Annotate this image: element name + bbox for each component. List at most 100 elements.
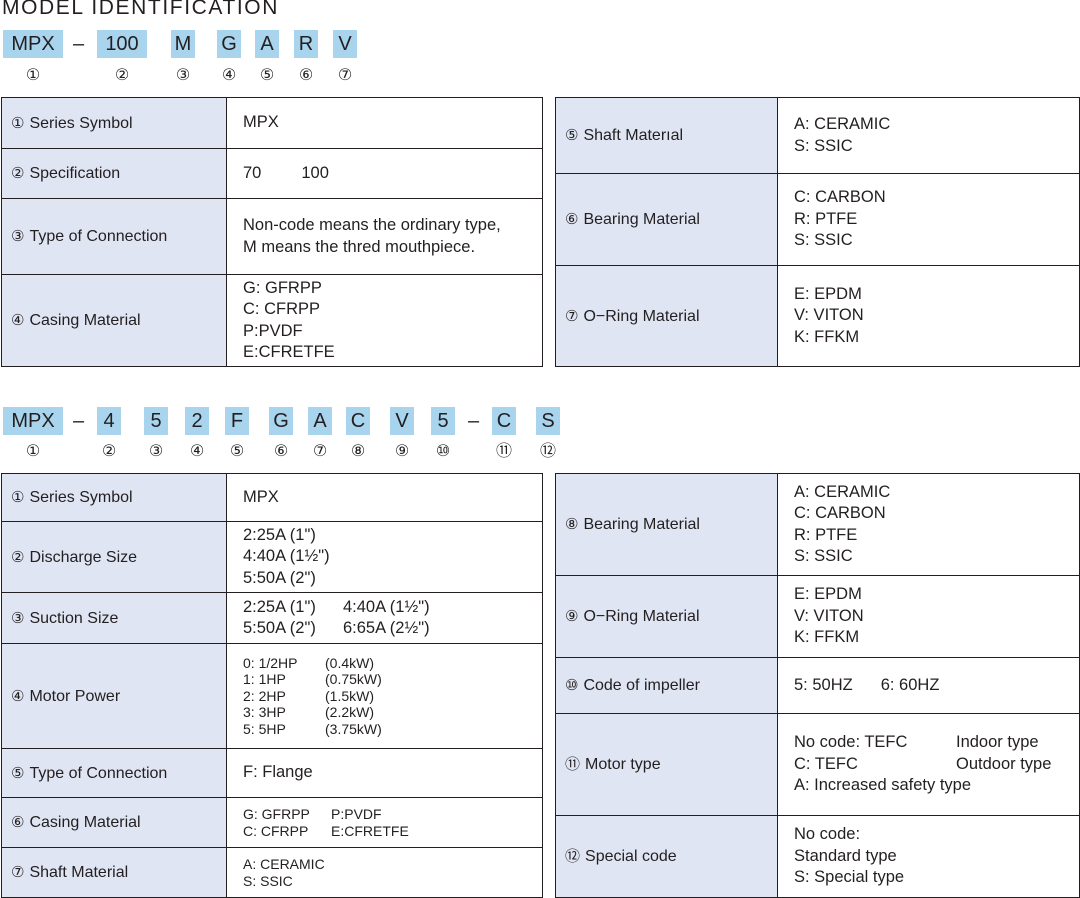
row-value: A: CERAMIC S: SSIC	[777, 97, 1080, 174]
code-chip-motor-type: C	[492, 407, 516, 435]
code-dash: –	[468, 410, 480, 432]
code-number: ④	[221, 65, 237, 84]
code-number: ⑫	[539, 441, 556, 460]
code-number: ②	[114, 65, 130, 84]
code-chip-casing: G	[217, 30, 241, 58]
row-value: F: Flange	[226, 748, 543, 798]
code-number: ③	[148, 441, 164, 460]
code-chip-oring: V	[333, 30, 357, 58]
code-chip-special: S	[536, 407, 560, 435]
code-chip-suction: 5	[144, 407, 168, 435]
code-chip-discharge: 4	[97, 407, 121, 435]
code-chip-series: MPX	[3, 407, 63, 435]
row-value: 2:25A (1") 4:40A (1½") 5:50A (2")	[226, 521, 543, 593]
code-chip-connection: M	[171, 30, 195, 58]
row-value: 2:25A (1")4:40A (1½") 5:50A (2")6:65A (2…	[226, 592, 543, 644]
code-chip-shaft: A	[308, 407, 332, 435]
code-chip-casing: G	[269, 407, 293, 435]
code-number: ⑥	[273, 441, 289, 460]
code-number: ⑦	[337, 65, 353, 84]
page-title: MODEL IDENTIFICATION	[2, 0, 280, 19]
row-value: E: EPDM V: VITON K: FFKM	[777, 265, 1080, 367]
code-chip-motor-power: 2	[185, 407, 209, 435]
code-chip-connection: F	[225, 407, 249, 435]
row-value: C: CARBON R: PTFE S: SSIC	[777, 173, 1080, 266]
code-number: ②	[101, 441, 117, 460]
row-value: Non-code means the ordinary type, M mean…	[226, 198, 543, 275]
row-value: MPX	[226, 473, 543, 522]
code-number: ①	[25, 441, 41, 460]
code-number: ⑨	[394, 441, 410, 460]
code-number: ⑪	[495, 441, 512, 460]
code-number: ⑧	[350, 441, 366, 460]
model-code-1: MPX – 100 M G A R V	[0, 30, 400, 60]
row-value: No code: Standard type S: Special type	[777, 815, 1080, 898]
row-value: E: EPDM V: VITON K: FFKM	[777, 575, 1080, 658]
row-value: A: CERAMIC S: SSIC	[226, 847, 543, 898]
code-chip-bearing: C	[346, 407, 370, 435]
code-chip-impeller: 5	[431, 407, 455, 435]
model-code-2: MPX – 4 5 2 F G A C V 5 – C S	[0, 407, 570, 437]
code-number: ③	[175, 65, 191, 84]
model-code-2-numbers: ① ② ③ ④ ⑤ ⑥ ⑦ ⑧ ⑨ ⑩ ⑪ ⑫	[0, 441, 570, 463]
code-chip-bearing: R	[294, 30, 318, 58]
code-chip-oring: V	[390, 407, 414, 435]
code-chip-shaft: A	[255, 30, 279, 58]
code-chip-spec: 100	[97, 30, 147, 58]
code-number: ⑩	[435, 441, 451, 460]
code-dash: –	[73, 410, 85, 432]
code-number: ⑤	[229, 441, 245, 460]
row-value: G: GFRPP C: CFRPP P:PVDF E:CFRETFE	[226, 274, 543, 367]
row-value: A: CERAMIC C: CARBON R: PTFE S: SSIC	[777, 473, 1080, 576]
row-value: 0: 1/2HP(0.4kW) 1: 1HP(0.75kW) 2: 2HP(1.…	[226, 643, 543, 749]
code-chip-series: MPX	[3, 30, 63, 58]
code-number: ④	[189, 441, 205, 460]
code-number: ①	[25, 65, 41, 84]
code-dash: –	[73, 33, 85, 55]
code-number: ⑥	[298, 65, 314, 84]
code-number: ⑦	[312, 441, 328, 460]
